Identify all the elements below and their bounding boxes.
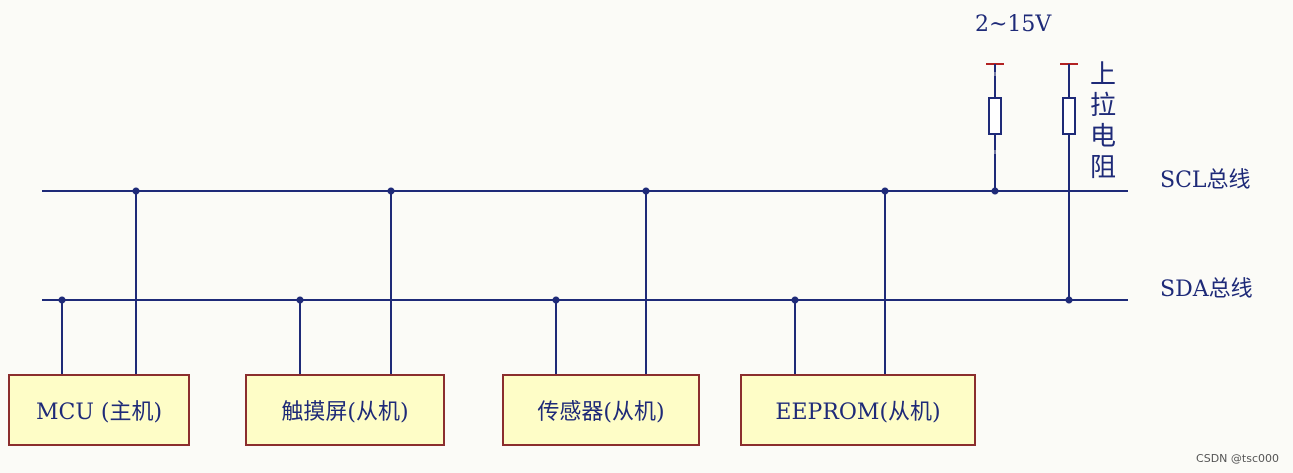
- touchscreen-slave-label: 触摸屏(从机): [281, 400, 409, 425]
- sda-bus-label: SDA总线: [1160, 277, 1253, 302]
- sensor-slave-box: 传感器(从机): [502, 374, 700, 446]
- mcu-master-label: MCU (主机): [35, 400, 163, 425]
- mcu-master-box: MCU (主机): [8, 374, 190, 446]
- sensor-slave-label: 传感器(从机): [537, 400, 665, 425]
- eeprom-slave-box: EEPROM(从机): [740, 374, 976, 446]
- scl-bus-label: SCL总线: [1160, 168, 1251, 193]
- csdn-watermark: CSDN @tsc000: [1196, 452, 1279, 465]
- supply-voltage-label: 2~15V: [975, 12, 1052, 37]
- scl-pullup-resistor: [986, 63, 1004, 191]
- sda-pullup-resistor: [1060, 63, 1078, 300]
- junction-dots: [58, 187, 1073, 304]
- touchscreen-slave-box: 触摸屏(从机): [245, 374, 445, 446]
- pullup-resistor-label: 上拉电阻: [1089, 60, 1116, 183]
- eeprom-slave-label: EEPROM(从机): [775, 400, 941, 425]
